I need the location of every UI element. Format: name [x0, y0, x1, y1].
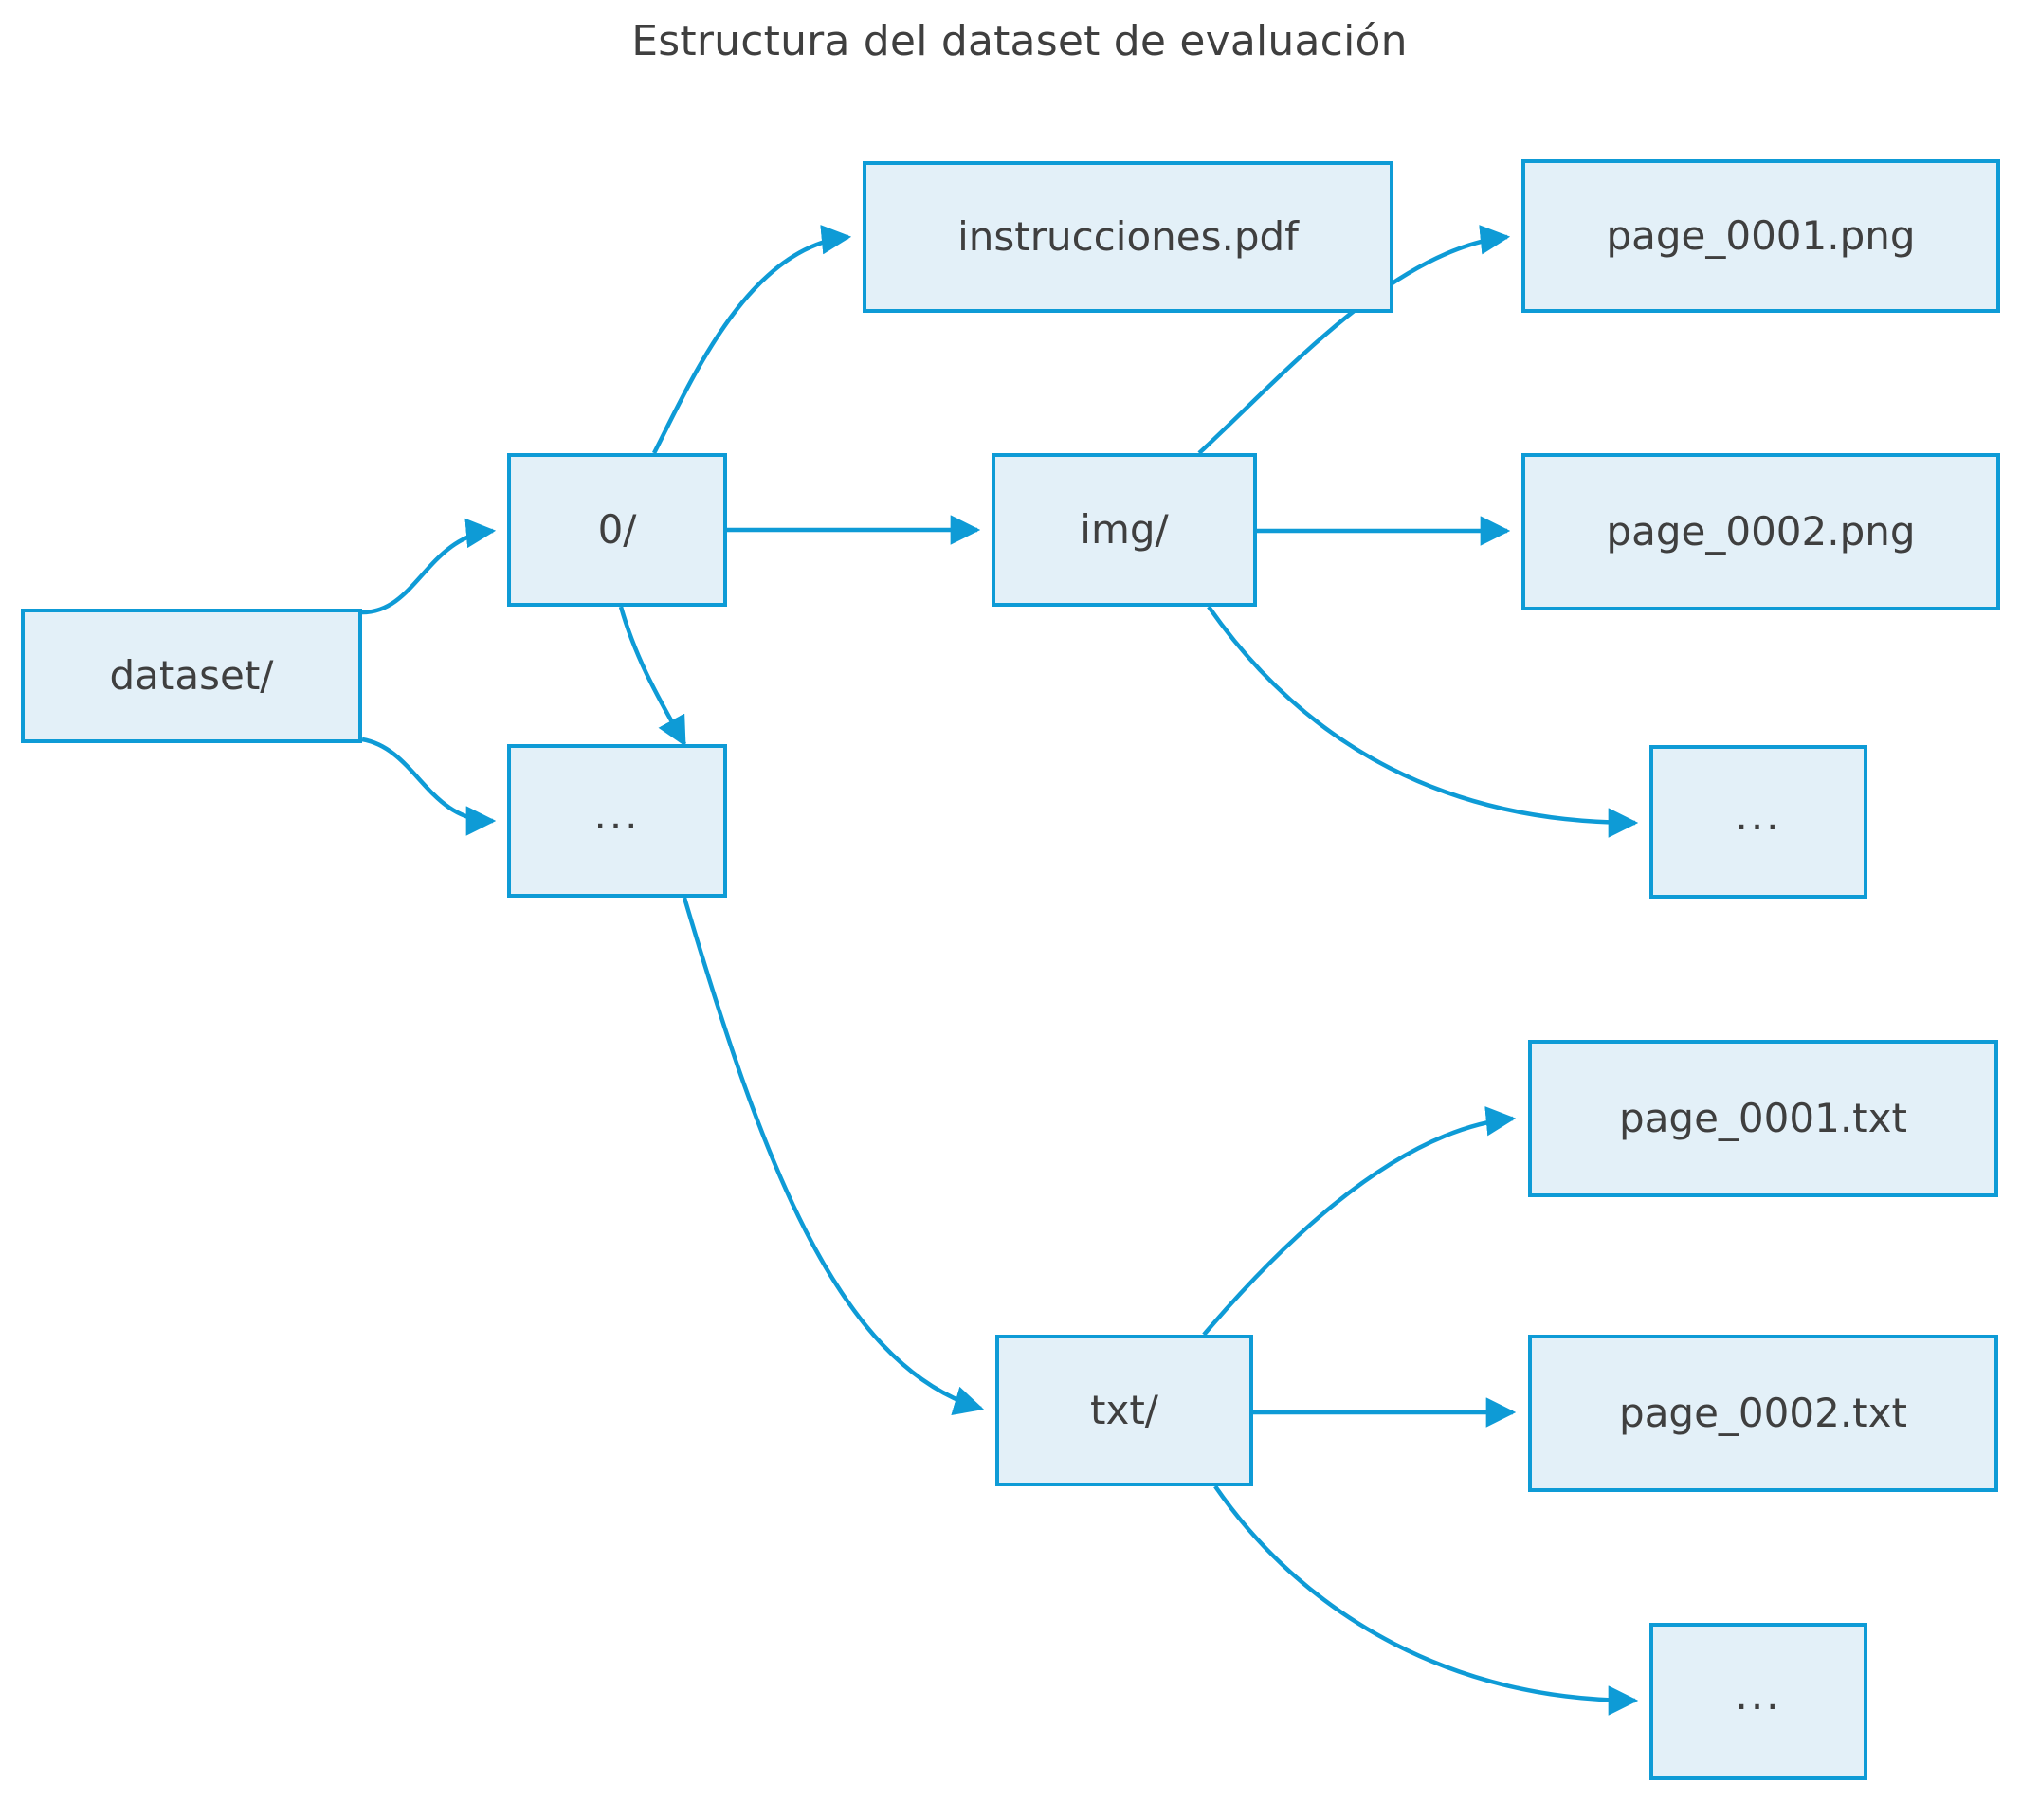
node-label: img/ [1080, 506, 1169, 553]
node-dots-img[interactable]: ... [1649, 745, 1867, 899]
edge-txt-to-page0001txt [1202, 1106, 1517, 1337]
node-label: 0/ [597, 506, 637, 553]
node-page-0002-txt[interactable]: page_0002.txt [1528, 1335, 1998, 1492]
edge-dataset-to-zero [361, 518, 497, 615]
node-img[interactable]: img/ [992, 453, 1257, 607]
node-label: dataset/ [109, 652, 274, 699]
node-label: ... [1735, 1672, 1782, 1719]
edge-zero-to-dots [618, 606, 686, 747]
page-title: Estructura del dataset de evaluación [631, 17, 1408, 65]
node-dots-txt[interactable]: ... [1649, 1623, 1867, 1780]
node-page-0001-png[interactable]: page_0001.png [1521, 159, 2000, 313]
node-label: page_0002.png [1606, 508, 1916, 555]
node-dataset[interactable]: dataset/ [21, 609, 362, 743]
node-dots-level1[interactable]: ... [507, 744, 727, 898]
edge-dataset-to-dots [361, 737, 497, 836]
node-label: instrucciones.pdf [957, 213, 1299, 260]
node-label: ... [593, 792, 641, 838]
node-label: page_0002.txt [1619, 1390, 1907, 1436]
node-label: txt/ [1090, 1387, 1158, 1433]
node-label: ... [1735, 792, 1782, 839]
node-txt[interactable]: txt/ [995, 1335, 1253, 1486]
edge-zero-to-instrucciones [651, 225, 852, 455]
node-label: page_0001.txt [1619, 1095, 1907, 1141]
node-label: page_0001.png [1606, 212, 1916, 259]
node-zero[interactable]: 0/ [507, 453, 727, 607]
node-instrucciones-pdf[interactable]: instrucciones.pdf [863, 161, 1393, 313]
edge-dots-to-txt [682, 897, 985, 1415]
edge-img-to-dotsimg [1207, 605, 1639, 838]
node-page-0001-txt[interactable]: page_0001.txt [1528, 1040, 1998, 1197]
edge-txt-to-dotstxt [1213, 1484, 1639, 1716]
node-page-0002-png[interactable]: page_0002.png [1521, 453, 2000, 610]
